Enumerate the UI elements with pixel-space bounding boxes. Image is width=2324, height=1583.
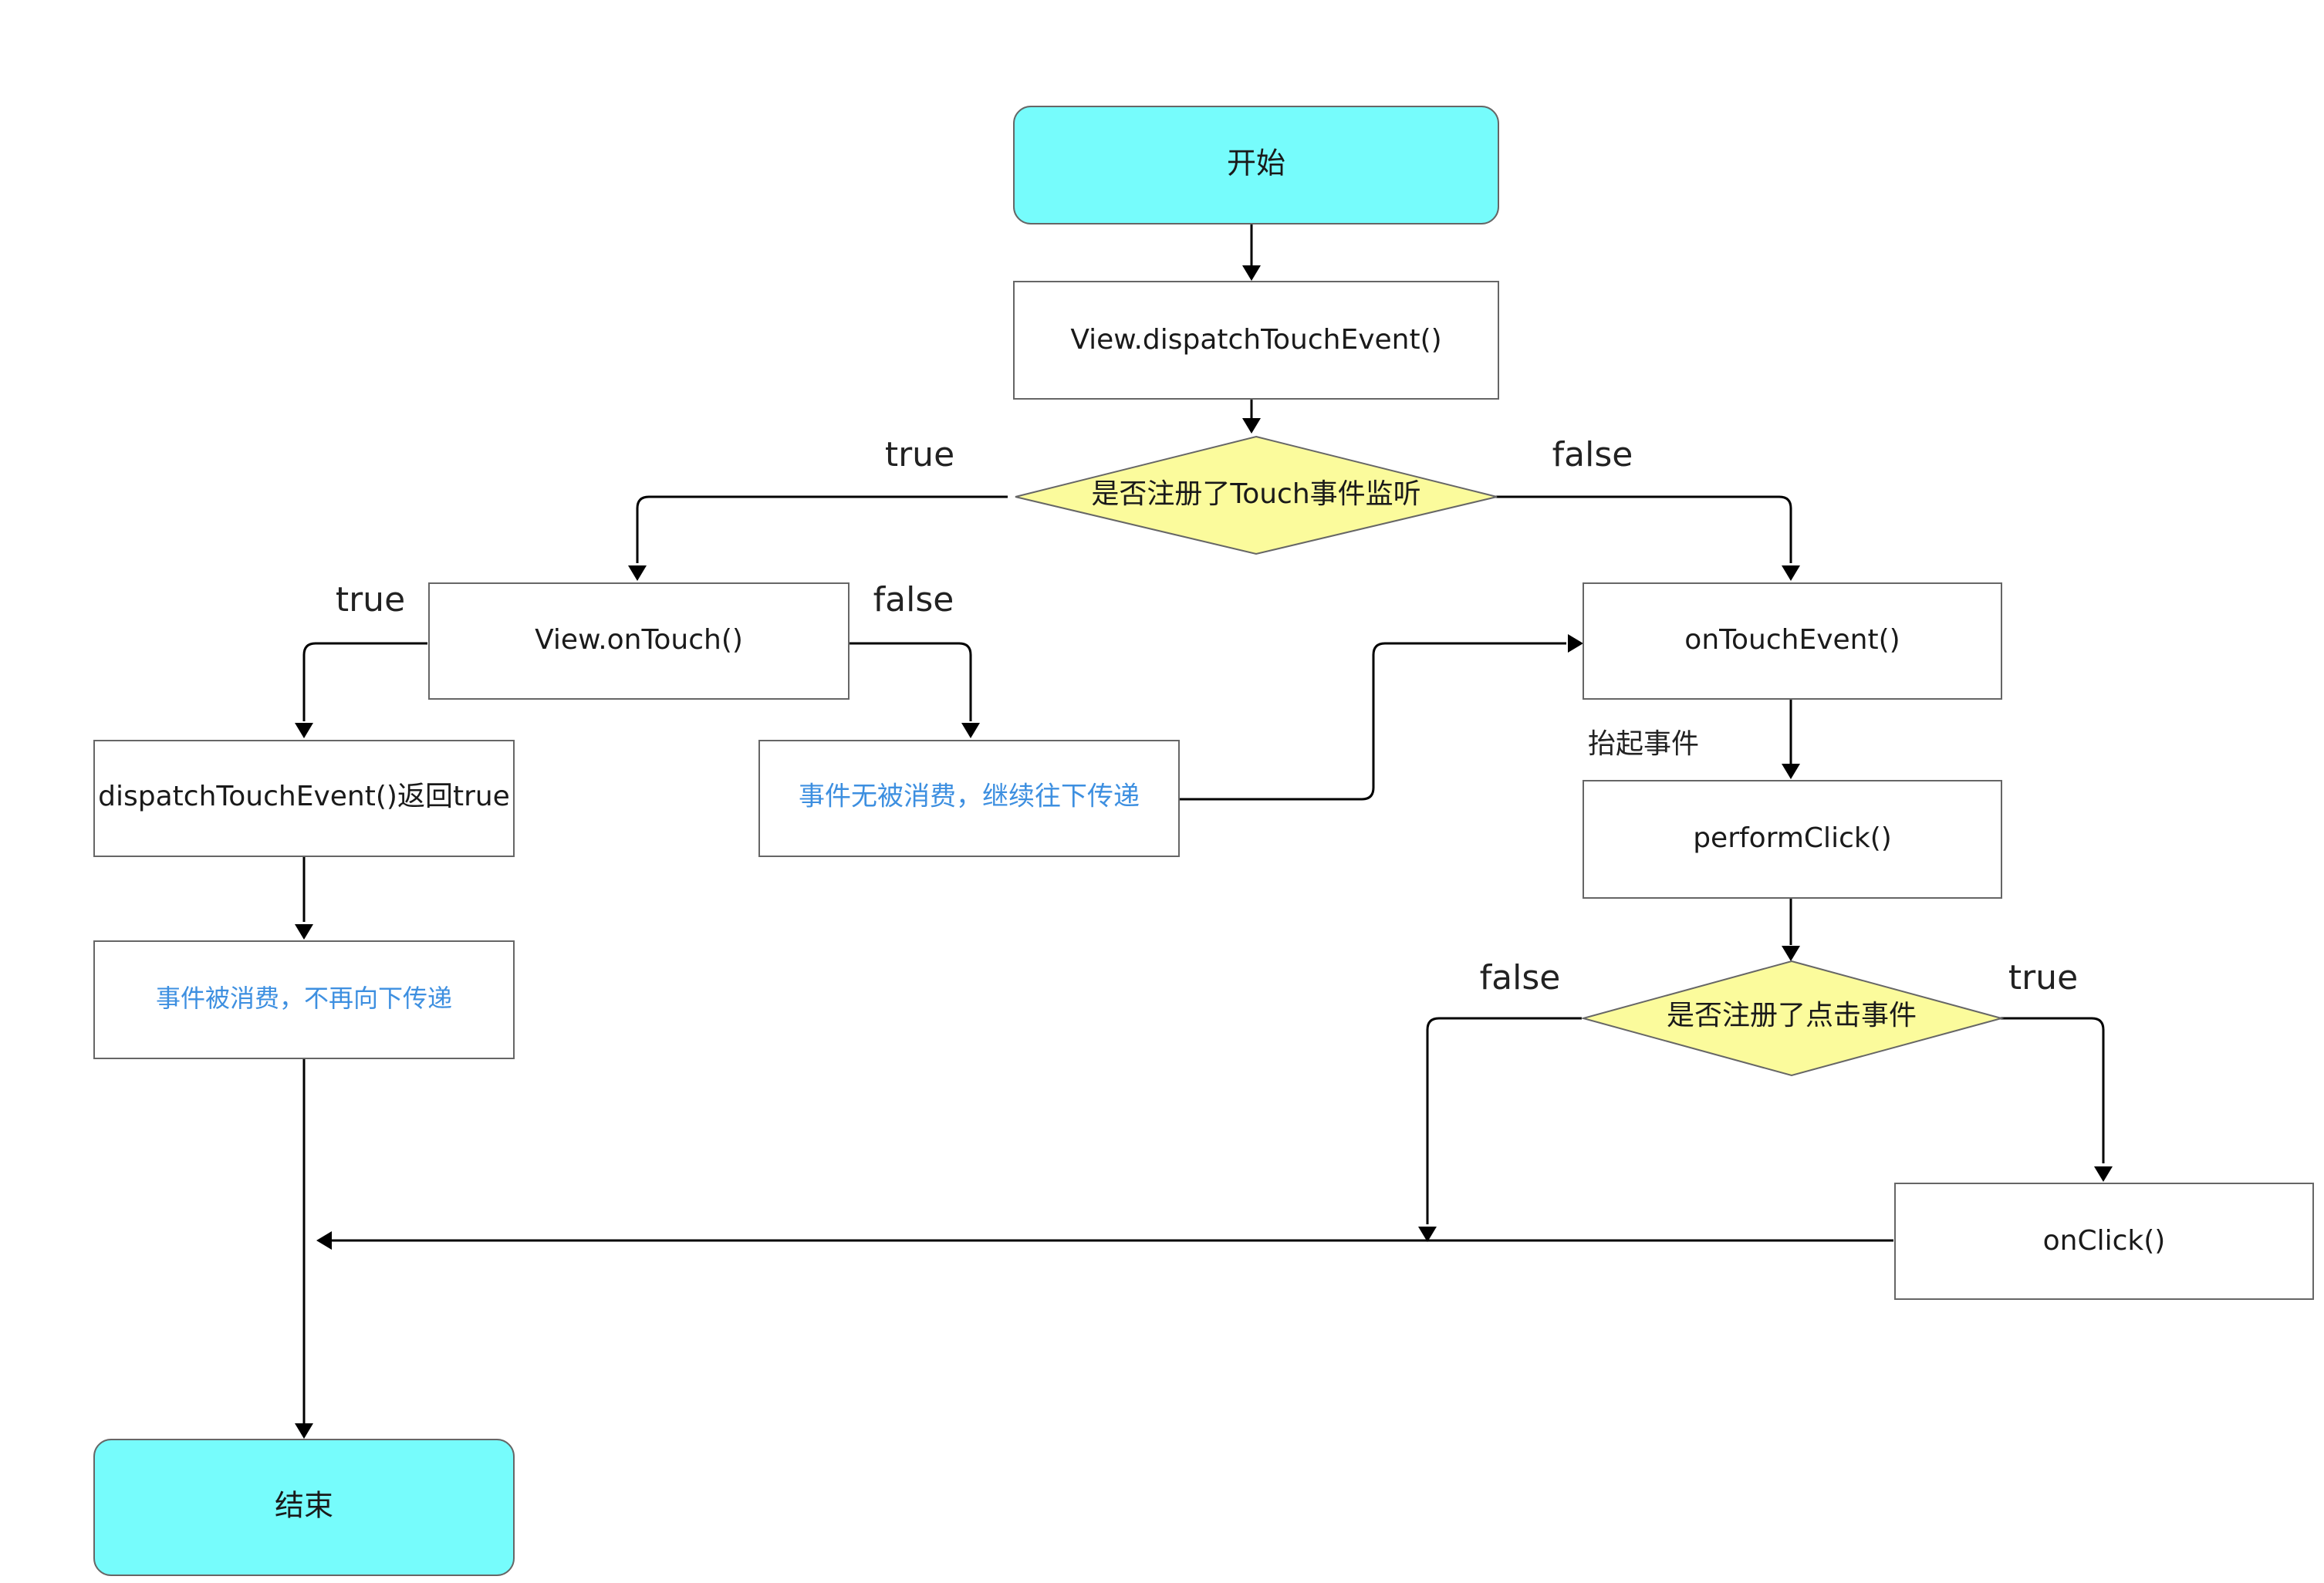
dispatch-node: View.dispatchTouchEvent() xyxy=(1013,281,1499,400)
not-consumed-label: 事件无被消费，继续往下传递 xyxy=(799,781,1140,812)
edge-click-true xyxy=(2000,1017,2105,1163)
label-touch-true: true xyxy=(885,435,954,474)
dispatch-true-label: dispatchTouchEvent()返回true xyxy=(98,781,510,812)
start-node: 开始 xyxy=(1013,106,1499,224)
arrowhead-icon xyxy=(316,1231,332,1250)
arrowhead-icon xyxy=(1782,764,1800,779)
onclick-label: onClick() xyxy=(2043,1225,2166,1257)
edge-ontouch-false xyxy=(849,642,972,721)
onclick-node: onClick() xyxy=(1894,1183,2314,1300)
ontouchevent-node: onTouchEvent() xyxy=(1583,582,2002,700)
edge-touch-false xyxy=(1495,495,1792,563)
edge-click-false xyxy=(1426,1017,1582,1224)
arrowhead-icon xyxy=(1418,1227,1437,1242)
consumed-label: 事件被消费，不再向下传递 xyxy=(156,984,452,1013)
arrowhead-icon xyxy=(1242,265,1261,281)
connectors xyxy=(295,224,2113,1439)
decision-touch-node: 是否注册了Touch事件监听 xyxy=(1015,435,1498,555)
label-ontouch-false: false xyxy=(873,580,954,619)
label-click-false: false xyxy=(1480,958,1561,997)
ontouch-node: View.onTouch() xyxy=(428,582,850,700)
arrowhead-icon xyxy=(1782,565,1800,581)
label-click-true: true xyxy=(2008,958,2078,997)
performclick-node: performClick() xyxy=(1583,780,2002,899)
arrowhead-icon xyxy=(295,723,313,738)
arrowhead-icon xyxy=(295,1423,313,1439)
arrowhead-icon xyxy=(295,924,313,940)
arrowhead-icon xyxy=(1782,946,1800,961)
consumed-node: 事件被消费，不再向下传递 xyxy=(93,940,515,1059)
ontouch-label: View.onTouch() xyxy=(535,624,743,656)
performclick-label: performClick() xyxy=(1693,822,1892,854)
dispatch-label: View.dispatchTouchEvent() xyxy=(1070,324,1441,356)
edge-touch-true xyxy=(636,495,1008,563)
label-touch-false: false xyxy=(1552,435,1633,474)
arrowhead-icon xyxy=(1242,418,1261,434)
label-lift-event: 抬起事件 xyxy=(1588,728,1699,760)
arrowhead-icon xyxy=(628,565,647,581)
decision-click-label: 是否注册了点击事件 xyxy=(1667,1000,1917,1031)
decision-click-node: 是否注册了点击事件 xyxy=(1580,960,2005,1077)
start-label: 开始 xyxy=(1227,147,1285,181)
not-consumed-node: 事件无被消费，继续往下传递 xyxy=(758,740,1180,857)
edge-ontouch-true xyxy=(302,642,427,721)
edge-notconsumed-ontouchevent xyxy=(1179,642,1566,801)
arrowhead-icon xyxy=(1568,634,1583,653)
end-label: 结束 xyxy=(275,1489,333,1523)
ontouchevent-label: onTouchEvent() xyxy=(1684,624,1900,656)
decision-touch-label: 是否注册了Touch事件监听 xyxy=(1091,478,1420,510)
edge-labels: true false true false 抬起事件 false true xyxy=(336,435,2078,997)
dispatch-true-node: dispatchTouchEvent()返回true xyxy=(93,740,515,857)
arrowhead-icon xyxy=(961,723,980,738)
arrowhead-icon xyxy=(2094,1166,2113,1182)
label-ontouch-true: true xyxy=(336,580,405,619)
end-node: 结束 xyxy=(93,1439,515,1576)
